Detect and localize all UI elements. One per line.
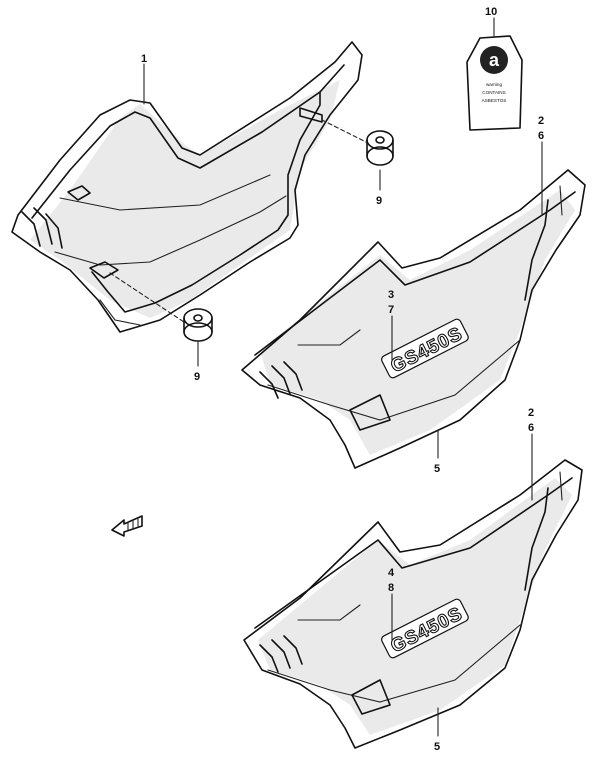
callout-8: 8 xyxy=(388,582,394,594)
label-line-3: ASBESTOS xyxy=(482,98,507,103)
label-letter: a xyxy=(489,50,500,70)
grommet-lower xyxy=(183,308,213,342)
callout-1: 1 xyxy=(141,53,147,65)
callout-3: 3 xyxy=(388,289,394,301)
side-cover-lower xyxy=(243,459,583,749)
callout-10: 10 xyxy=(485,6,497,18)
warning-label-plate: a warning CONTAINS ASBESTOS xyxy=(466,35,523,131)
label-line-2: CONTAINS xyxy=(482,90,505,95)
front-direction-arrow xyxy=(111,515,143,537)
callout-5-lower: 5 xyxy=(434,741,440,753)
callout-4: 4 xyxy=(388,567,395,579)
leader-lines xyxy=(143,17,543,737)
label-line-1: warning xyxy=(486,82,503,87)
callout-7: 7 xyxy=(388,304,394,316)
callout-2-upper: 2 xyxy=(538,115,544,127)
callout-5-upper: 5 xyxy=(434,463,440,475)
callout-6-upper: 6 xyxy=(538,130,544,142)
side-cover-upper xyxy=(241,169,586,469)
callout-2-lower: 2 xyxy=(528,407,534,419)
grommet-upper xyxy=(366,130,394,166)
callout-6-lower: 6 xyxy=(528,422,534,434)
frame-cover xyxy=(11,41,363,333)
callout-9-lower: 9 xyxy=(194,371,200,383)
callout-9-upper: 9 xyxy=(376,195,382,207)
